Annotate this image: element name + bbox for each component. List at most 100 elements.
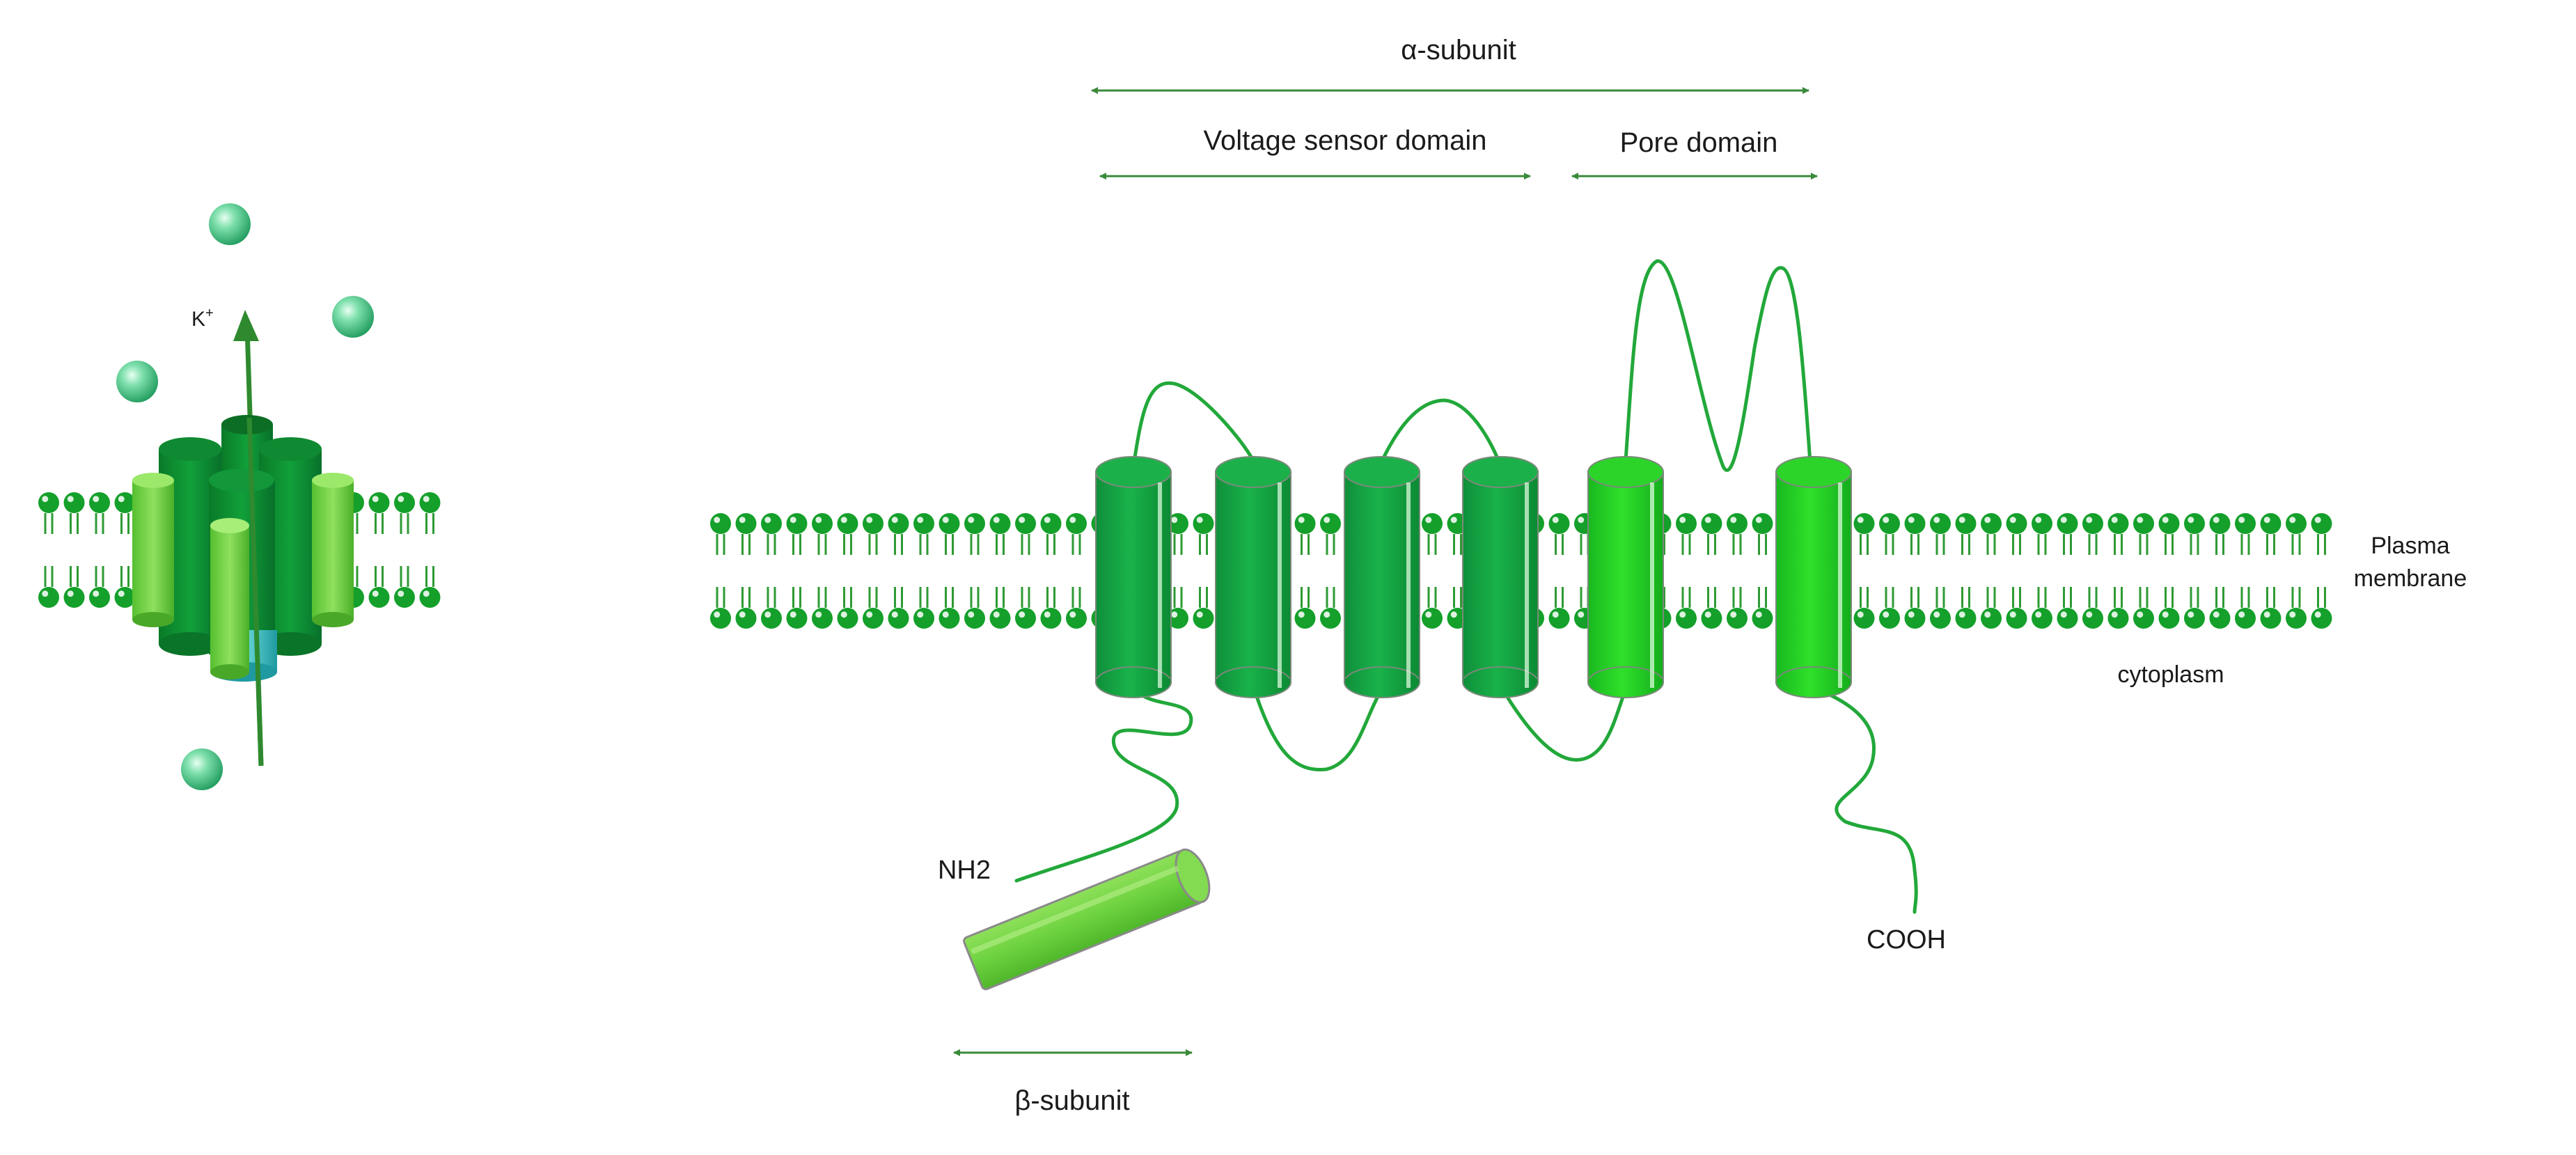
lipid-head-highlight: [739, 517, 746, 524]
lipid-head-highlight: [398, 496, 405, 503]
lipid-tail: [400, 513, 409, 587]
cooh-terminus-label: COOH: [1867, 925, 1946, 954]
lipid-head: [368, 492, 390, 513]
lipid-head: [2158, 608, 2180, 629]
lipid-tail: [1961, 534, 1970, 608]
lipid-tail: [996, 534, 1005, 608]
lipid-head-highlight: [2188, 611, 2194, 618]
lipid-head: [1981, 608, 2002, 629]
transmembrane-helix-s2: [1215, 456, 1291, 698]
lipid-head-highlight: [739, 611, 746, 618]
lipid-tail: [1555, 534, 1564, 608]
loop-s2-s3-bottom: [1251, 684, 1384, 772]
lipid-head: [1548, 608, 1570, 629]
loop-s3-s4-top: [1380, 398, 1502, 467]
lipid-head: [2209, 608, 2231, 629]
ion-sphere-icon: [116, 361, 158, 402]
lipid-head: [2006, 513, 2027, 534]
lipid-head-highlight: [2263, 517, 2270, 524]
lipid-head: [38, 587, 59, 608]
lipid-head: [1676, 608, 1697, 629]
loop-cooh: [1815, 687, 1918, 914]
beta-subunit-helix: [963, 848, 1211, 991]
lipid-head: [1930, 608, 1951, 629]
nh2-terminus-label: NH2: [938, 856, 991, 885]
lipid-tail: [95, 513, 104, 587]
lipid-tail: [919, 534, 929, 608]
lipid-head-highlight: [2188, 517, 2194, 524]
lipid-tail: [1046, 534, 1055, 608]
lipid-head-highlight: [1019, 517, 1026, 524]
pore-domain-label: Pore domain: [1620, 127, 1778, 158]
lipid-head: [1701, 513, 1722, 534]
lipid-tail: [70, 513, 79, 587]
lipid-head-highlight: [2238, 517, 2245, 524]
lipid-tail: [1910, 534, 1919, 608]
lipid-head-highlight: [2086, 611, 2093, 618]
lipid-head: [2082, 608, 2103, 629]
lipid-tail: [1860, 534, 1869, 608]
lipid-head: [2133, 513, 2154, 534]
lipid-tail: [1986, 534, 1996, 608]
lipid-head: [2311, 513, 2332, 534]
lipid-head-highlight: [1552, 611, 1559, 618]
lipid-head-highlight: [790, 517, 796, 524]
lipid-head-highlight: [1298, 611, 1305, 618]
lipid-head: [2184, 608, 2205, 629]
lipid-tail: [1021, 534, 1030, 608]
lipid-head: [394, 587, 415, 608]
plasma-membrane-label-line1: Plasma: [2371, 533, 2449, 559]
lipid-head: [1015, 513, 1036, 534]
lipid-head: [1853, 513, 1875, 534]
lipid-head-highlight: [1908, 611, 1915, 618]
lipid-head: [710, 608, 731, 629]
lipid-tail: [1935, 534, 1945, 608]
channel-subunit-left-light: [132, 473, 174, 627]
lipid-tail: [741, 534, 751, 608]
lipid-head-highlight: [866, 611, 873, 618]
lipid-head: [2057, 513, 2078, 534]
lipid-head-highlight: [917, 611, 924, 618]
lipid-tail: [2266, 534, 2275, 608]
lipid-head-highlight: [1704, 611, 1711, 618]
lipid-head-highlight: [1908, 517, 1915, 524]
lipid-tail: [2088, 534, 2098, 608]
lipid-head-highlight: [1730, 611, 1737, 618]
lipid-head-highlight: [790, 611, 796, 618]
lipid-head-highlight: [1324, 517, 1330, 524]
lipid-tail: [843, 534, 852, 608]
lipid-tail: [1707, 534, 1716, 608]
lipid-tail: [2291, 534, 2301, 608]
lipid-tail: [945, 534, 954, 608]
lipid-head: [89, 587, 110, 608]
lipid-head: [2286, 513, 2307, 534]
lipid-head-highlight: [891, 517, 898, 524]
lipid-head: [1727, 513, 1748, 534]
lipid-head-highlight: [42, 496, 49, 503]
transmembrane-helix-s4: [1462, 456, 1539, 698]
lipid-tail: [767, 534, 776, 608]
lipid-head: [2006, 608, 2027, 629]
lipid-head: [2133, 608, 2154, 629]
ion-sphere-icon: [332, 296, 374, 338]
lipid-head-highlight: [1679, 611, 1686, 618]
lipid-head: [1320, 608, 1341, 629]
lipid-head-highlight: [1044, 517, 1051, 524]
lipid-head: [1294, 608, 1316, 629]
lipid-head-highlight: [1069, 517, 1076, 524]
lipid-head: [913, 513, 934, 534]
lipid-head: [1879, 513, 1900, 534]
lipid-tail: [1173, 534, 1183, 608]
lipid-head-highlight: [993, 517, 1000, 524]
lipid-head-highlight: [67, 590, 74, 597]
lipid-tail: [868, 534, 878, 608]
lipid-head: [761, 608, 782, 629]
lipid-head-highlight: [1933, 611, 1940, 618]
lipid-head-highlight: [2314, 611, 2321, 618]
lipid-head: [2057, 608, 2078, 629]
lipid-head-highlight: [891, 611, 898, 618]
lipid-head-highlight: [1196, 611, 1203, 618]
lipid-head-highlight: [1298, 517, 1305, 524]
beta-subunit-label: β-subunit: [1014, 1085, 1129, 1116]
lipid-head: [1548, 513, 1570, 534]
